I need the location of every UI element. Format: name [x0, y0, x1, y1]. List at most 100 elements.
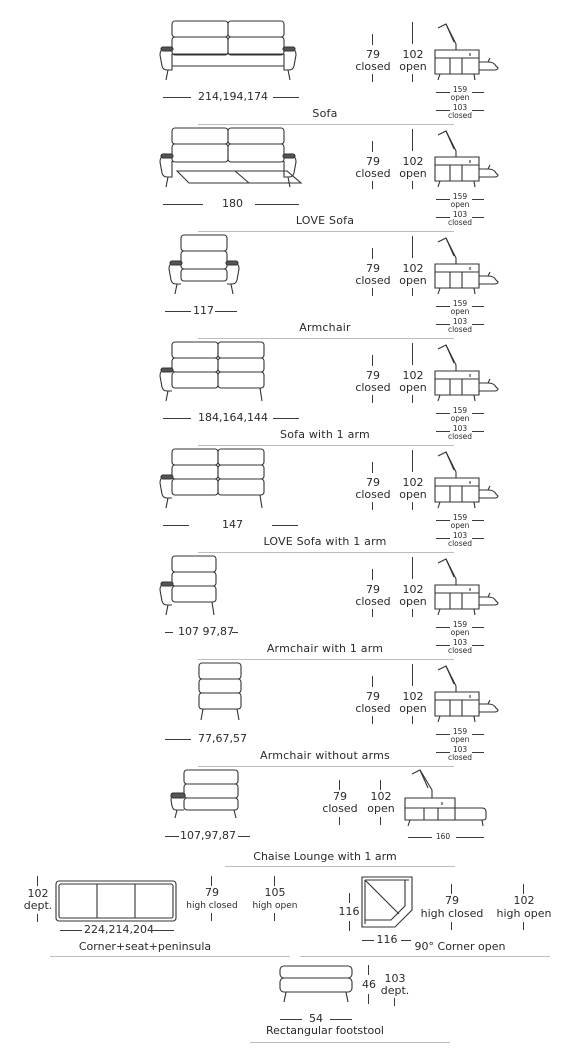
- height-open: 102: [402, 583, 424, 596]
- width-line-left: [163, 418, 191, 419]
- corner-depth-tick-bottom: [37, 914, 38, 922]
- open-tick-top: [412, 343, 413, 365]
- chaise-width-line-left: [165, 836, 179, 837]
- height-closed: 79: [366, 262, 380, 275]
- product-width: 180: [222, 197, 243, 210]
- depth-open: 159: [452, 513, 468, 522]
- closed-tick-top: [372, 676, 373, 687]
- depth-closed-label: closed: [447, 111, 473, 120]
- chaise-closed-label: closed: [322, 802, 358, 815]
- closed-depth-line-left: [436, 110, 450, 111]
- closed-depth-line-right: [472, 538, 484, 539]
- width-line-right: [215, 311, 237, 312]
- open-depth-line-right: [472, 92, 484, 93]
- closed-label: closed: [355, 702, 391, 715]
- closed-depth-line-right: [472, 752, 484, 753]
- product-title: Sofa with 1 arm: [280, 428, 370, 441]
- height-closed: 79: [366, 583, 380, 596]
- corner-closed-tick-top: [211, 876, 212, 886]
- height-closed: 79: [366, 48, 380, 61]
- open-label: open: [399, 167, 427, 180]
- corner-open-tick-top: [274, 876, 275, 886]
- footstool-depth-tick-bottom: [394, 998, 395, 1006]
- corner-seat-divider: [50, 956, 290, 957]
- corner-high-closed-label: high closed: [186, 901, 238, 911]
- corner-depth-label: dept.: [23, 899, 53, 912]
- corner90-closed-tick-top: [451, 884, 452, 894]
- depth-open-label: open: [450, 735, 470, 744]
- closed-tick-bottom: [372, 395, 373, 403]
- corner90-high-open: 102: [513, 894, 535, 907]
- closed-tick-top: [372, 248, 373, 259]
- closed-label: closed: [355, 274, 391, 287]
- depth-closed: 103: [452, 745, 468, 754]
- closed-depth-line-left: [436, 217, 450, 218]
- chaise-height-open: 102: [370, 790, 392, 803]
- sofa-side-icon: [432, 236, 500, 298]
- chaise-open-tick-bottom: [380, 817, 381, 825]
- corner-depth: 102: [27, 887, 49, 900]
- product-title: Armchair with 1 arm: [266, 642, 384, 655]
- open-depth-line-right: [472, 199, 484, 200]
- product-width: 107 97,87: [178, 625, 234, 638]
- closed-label: closed: [355, 488, 391, 501]
- chaise-divider: [225, 866, 455, 867]
- product-width: 184,164,144: [198, 411, 268, 424]
- depth-closed-label: closed: [447, 325, 473, 334]
- closed-tick-bottom: [372, 609, 373, 617]
- sofa-side-icon: [432, 664, 500, 726]
- height-open: 102: [402, 369, 424, 382]
- closed-depth-line-right: [472, 110, 484, 111]
- width-line-right: [232, 632, 238, 633]
- open-tick-bottom: [412, 502, 413, 510]
- chaise-open-tick-top: [380, 780, 381, 790]
- corner-depth-tick-top: [37, 876, 38, 886]
- corner90-width-line-left: [362, 940, 374, 941]
- sofa-front-icon: [159, 555, 221, 617]
- open-depth-line-left: [436, 413, 450, 414]
- open-tick-top: [412, 450, 413, 472]
- corner90-high-open-label: high open: [496, 907, 552, 920]
- depth-open: 159: [452, 85, 468, 94]
- height-open: 102: [402, 262, 424, 275]
- depth-open-label: open: [450, 521, 470, 530]
- corner-width: 224,214,204: [84, 923, 154, 936]
- corner-90-divider: [300, 956, 550, 957]
- depth-open-label: open: [450, 307, 470, 316]
- chaise-length-line-left: [408, 837, 432, 838]
- corner-high-open-label: high open: [252, 901, 298, 911]
- corner90-high-closed: 79: [445, 894, 459, 907]
- open-depth-line-left: [436, 199, 450, 200]
- height-open: 102: [402, 690, 424, 703]
- sofa-front-icon: [196, 662, 244, 724]
- chaise-closed-tick-top: [339, 780, 340, 790]
- closed-label: closed: [355, 167, 391, 180]
- open-label: open: [399, 274, 427, 287]
- width-line-left: [165, 311, 191, 312]
- product-title: Sofa: [312, 107, 338, 120]
- open-tick-top: [412, 129, 413, 151]
- closed-depth-line-left: [436, 538, 450, 539]
- closed-depth-line-right: [472, 324, 484, 325]
- corner-90-title: 90° Corner open: [414, 940, 506, 953]
- footstool-height: 46: [362, 978, 376, 991]
- corner-width-line-right: [150, 930, 174, 931]
- chaise-length: 160: [435, 832, 451, 841]
- open-tick-bottom: [412, 74, 413, 82]
- open-depth-line-right: [472, 520, 484, 521]
- corner90-high-closed-label: high closed: [420, 907, 484, 920]
- open-depth-line-left: [436, 306, 450, 307]
- open-label: open: [399, 381, 427, 394]
- product-width: 77,67,57: [198, 732, 247, 745]
- open-label: open: [399, 702, 427, 715]
- corner-seat-top-icon: [55, 880, 177, 922]
- corner90-closed-tick-bottom: [451, 922, 452, 930]
- open-label: open: [399, 488, 427, 501]
- depth-open: 159: [452, 406, 468, 415]
- height-closed: 79: [366, 155, 380, 168]
- open-tick-top: [412, 22, 413, 44]
- depth-open: 159: [452, 727, 468, 736]
- product-title: LOVE Sofa with 1 arm: [263, 535, 387, 548]
- open-depth-line-left: [436, 627, 450, 628]
- sofa-side-icon: [432, 129, 500, 191]
